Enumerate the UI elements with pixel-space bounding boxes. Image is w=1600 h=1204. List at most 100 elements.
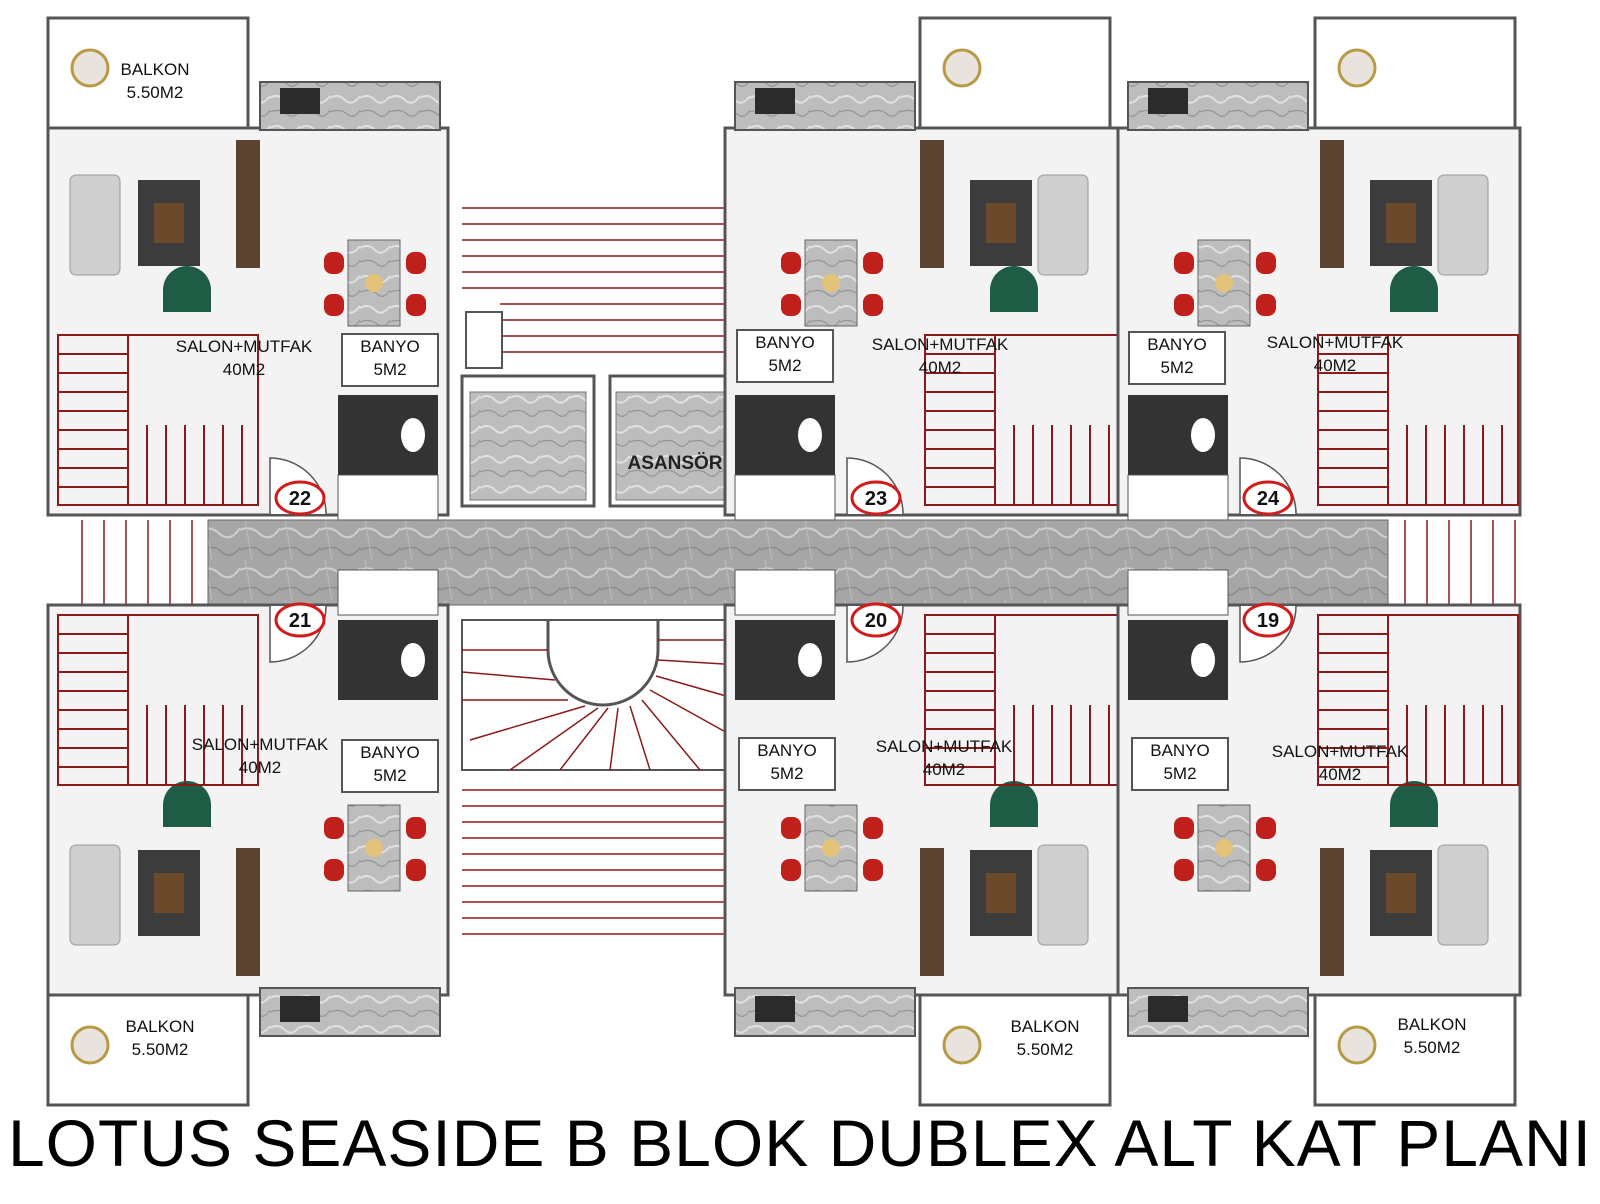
dining-chair [1174,252,1194,274]
sink-icon [280,88,320,114]
fruit-bowl-icon [365,839,383,857]
coffee-table [154,873,184,913]
sofa [69,174,121,276]
unit-number-badge [274,602,326,638]
salon-label: SALON+MUTFAK [176,337,313,356]
sofa [1037,844,1089,946]
bath-fixtures [734,569,836,616]
coffee-table [1386,203,1416,243]
side-steps-right [1404,520,1516,605]
balkon-area: 5.50M2 [132,1040,189,1059]
dining-chair [1256,252,1276,274]
sink-icon [1148,88,1188,114]
coffee-table [986,203,1016,243]
armchair [1390,781,1438,827]
unit-staircase [1317,334,1519,506]
balkon-area: 5.50M2 [1017,1040,1074,1059]
banyo-area: 5M2 [770,764,803,783]
toilet-icon [1191,643,1215,677]
apartment-unit-23 [723,16,1126,521]
dining-chair [1256,294,1276,316]
dining-chair [406,294,426,316]
bath-fixtures [734,474,836,521]
salon-area: 40M2 [239,758,282,777]
salon-label: SALON+MUTFAK [872,335,1009,354]
dining-chair [781,817,801,839]
fruit-bowl-icon [365,274,383,292]
salon-label: SALON+MUTFAK [1272,742,1409,761]
dining-chair [324,859,344,881]
bath-fixtures [1127,474,1229,521]
dining-chair [781,294,801,316]
apartment-unit-21 [46,569,450,1107]
bathroom-label-box [341,739,439,793]
central-steps-top [462,207,740,353]
banyo-area: 5M2 [768,356,801,375]
armchair [163,266,211,312]
dining-chair [863,817,883,839]
unit-staircase [924,334,1126,506]
dining-chair [1256,859,1276,881]
elevator-block [460,311,742,508]
balcony-table [1337,1025,1377,1065]
tv-unit [920,848,944,976]
salon-area: 40M2 [919,358,962,377]
sink-icon [1148,996,1188,1022]
dining-chair [1174,294,1194,316]
fruit-bowl-icon [1215,274,1233,292]
apartment-unit-20 [723,569,1126,1107]
bathroom-label-box [1131,737,1229,791]
central-steps-bottom [462,789,740,935]
unit-number: 21 [289,610,311,632]
sink-icon [280,996,320,1022]
banyo-label: BANYO [1147,335,1207,354]
bath-fixtures [337,569,439,616]
balkon-area: 5.50M2 [127,83,184,102]
salon-label: SALON+MUTFAK [876,737,1013,756]
coffee-table [986,873,1016,913]
bath-fixtures [1127,569,1229,616]
bathroom-label-box [738,737,836,791]
dining-chair [324,817,344,839]
banyo-label: BANYO [360,743,420,762]
toilet-icon [401,643,425,677]
tv-unit [1320,848,1344,976]
balkon-label: BALKON [1011,1017,1080,1036]
sink-icon [755,88,795,114]
balcony-table [70,1025,110,1065]
unit-number: 19 [1257,610,1279,632]
balkon-label: BALKON [1398,1015,1467,1034]
dining-chair [1174,817,1194,839]
apartment-unit-24 [1116,16,1522,521]
salon-label: SALON+MUTFAK [1267,333,1404,352]
toilet-icon [798,643,822,677]
unit-staircase [57,334,259,506]
fruit-bowl-icon [1215,839,1233,857]
dining-chair [1174,859,1194,881]
dining-chair [406,252,426,274]
unit-staircase [57,614,259,786]
sofa [1437,174,1489,276]
dining-chair [781,859,801,881]
dining-chair [863,252,883,274]
coffee-table [1386,873,1416,913]
tv-unit [920,140,944,268]
balcony-table [942,48,982,88]
toilet-icon [798,418,822,452]
salon-area: 40M2 [1319,765,1362,784]
plan-title: LOTUS SEASIDE B BLOK DUBLEX ALT KAT PLAN… [7,1106,1593,1180]
balcony-table [942,1025,982,1065]
elevator-label: ASANSÖR [627,453,722,474]
banyo-label: BANYO [1150,741,1210,760]
dining-chair [324,252,344,274]
unit-number: 22 [289,488,311,510]
banyo-label: BANYO [360,337,420,356]
dining-chair [406,859,426,881]
unit-number: 24 [1257,488,1280,510]
fruit-bowl-icon [822,274,840,292]
unit-number: 20 [865,610,887,632]
unit-staircase [1317,614,1519,786]
unit-number-badge [1242,602,1294,638]
armchair [163,781,211,827]
apartment-unit-19 [1116,569,1522,1107]
